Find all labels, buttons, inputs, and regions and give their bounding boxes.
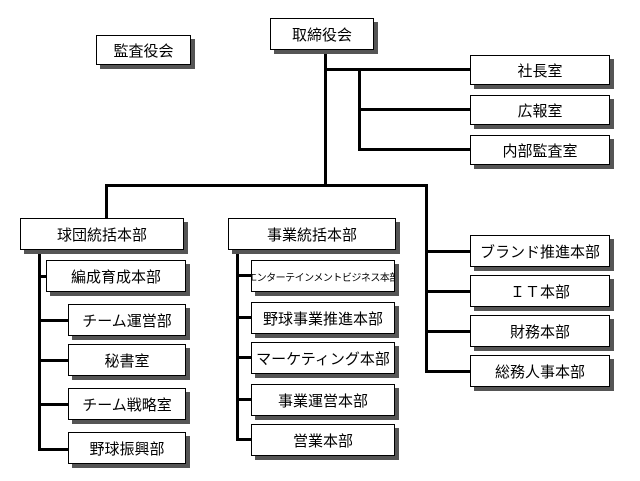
right-unit-finance: 財務本部: [470, 315, 610, 347]
connector-right-2: [425, 290, 471, 293]
connector-baseball-3: [38, 359, 68, 362]
connector-business-4: [236, 398, 251, 401]
audit-board-box: 監査役会: [96, 35, 191, 65]
connector-staff-3: [358, 148, 470, 151]
right-unit-it: ＩＴ本部: [470, 275, 610, 307]
connector-business-2: [236, 316, 251, 319]
baseball-unit-4: チーム戦略室: [68, 388, 186, 420]
connector-baseball-drop: [105, 184, 108, 218]
staff-box-internal-audit: 内部監査室: [470, 135, 610, 165]
connector-business-3: [236, 356, 251, 359]
baseball-unit-1: 編成育成本部: [46, 260, 186, 292]
connector-board-trunk: [324, 50, 327, 186]
baseball-unit-2: チーム運営部: [68, 304, 186, 336]
connector-business-vertical: [236, 250, 239, 440]
division-business-box: 事業統括本部: [228, 218, 396, 250]
connector-main-horizontal: [105, 184, 427, 187]
baseball-unit-3: 秘書室: [68, 344, 186, 376]
connector-right-vertical: [425, 184, 428, 372]
connector-staff-horizontal: [324, 68, 360, 71]
business-unit-2: 野球事業推進本部: [251, 302, 395, 334]
baseball-unit-5: 野球振興部: [68, 432, 186, 464]
right-unit-general-hr: 総務人事本部: [470, 355, 610, 387]
connector-baseball-4: [38, 403, 68, 406]
business-unit-3: マーケティング本部: [251, 342, 395, 374]
staff-box-president-office: 社長室: [470, 55, 610, 85]
connector-right-4: [425, 370, 471, 373]
business-unit-5: 営業本部: [251, 424, 395, 456]
connector-baseball-5: [38, 448, 68, 451]
connector-baseball-1: [38, 275, 46, 278]
connector-baseball-2: [38, 319, 68, 322]
connector-baseball-vertical: [38, 250, 41, 450]
connector-business-5: [236, 438, 251, 441]
connector-staff-1: [358, 68, 470, 71]
staff-box-pr-office: 広報室: [470, 95, 610, 125]
division-baseball-box: 球団統括本部: [20, 218, 184, 250]
business-unit-4: 事業運営本部: [251, 384, 395, 416]
right-unit-brand: ブランド推進本部: [470, 235, 610, 267]
business-unit-1: エンターテインメントビジネス本部: [251, 260, 395, 292]
board-of-directors-box: 取締役会: [270, 18, 374, 50]
connector-staff-2: [358, 108, 470, 111]
connector-business-1: [236, 274, 251, 277]
connector-right-3: [425, 330, 471, 333]
connector-right-1: [425, 250, 471, 253]
